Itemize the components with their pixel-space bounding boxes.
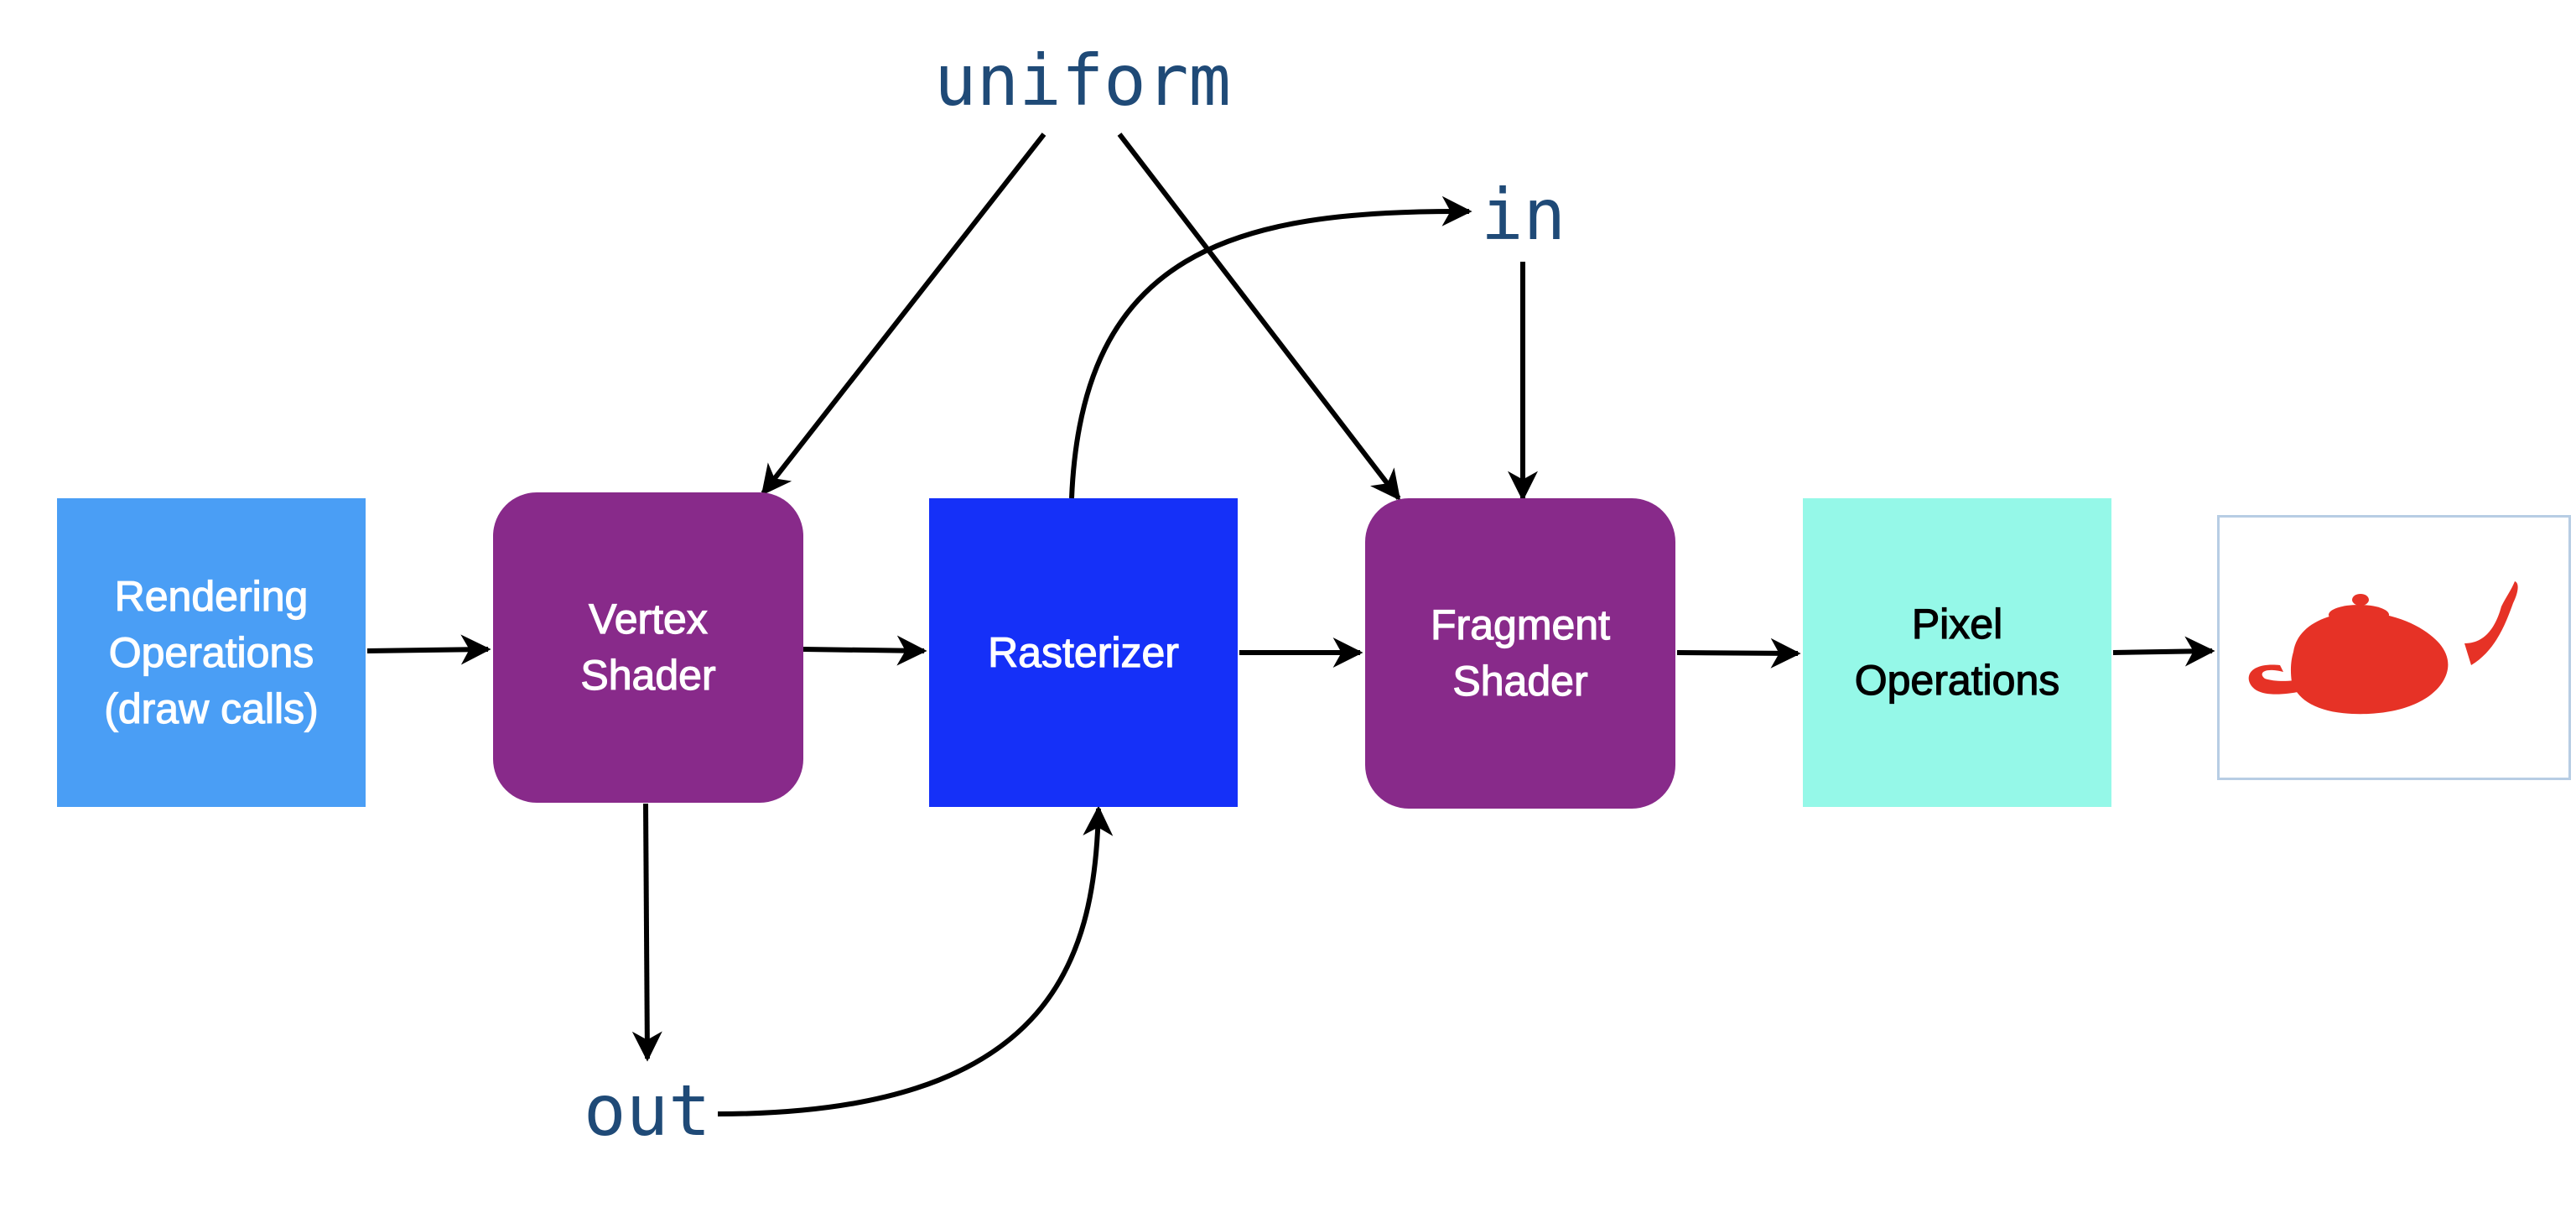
pixel-operations-label: Pixel Operations xyxy=(1854,600,2060,704)
fragment-shader-box: Fragment Shader xyxy=(1365,498,1675,809)
vertex-shader-label: Vertex Shader xyxy=(580,595,716,699)
arrow-rendering-to-vertex xyxy=(366,634,491,665)
rasterizer-box: Rasterizer xyxy=(929,498,1238,807)
rasterizer-label: Rasterizer xyxy=(987,628,1179,676)
arrow-out-to-rasterizer xyxy=(717,805,1114,1116)
uniform-keyword: uniform xyxy=(934,39,1232,122)
in-keyword: in xyxy=(1481,174,1566,256)
pixel-operations-box: Pixel Operations xyxy=(1803,498,2111,807)
teapot-icon xyxy=(2248,581,2518,715)
rendering-operations-label: Rendering Operations (draw calls) xyxy=(104,572,319,732)
fragment-shader-label: Fragment Shader xyxy=(1430,601,1610,705)
arrow-vertex-to-rasterizer xyxy=(802,635,927,666)
out-keyword: out xyxy=(584,1069,711,1152)
arrow-rasterizer-to-in xyxy=(1069,195,1472,499)
arrow-uniform-to-vertex xyxy=(761,133,1046,496)
arrow-pixel-to-output xyxy=(2112,636,2215,667)
arrow-vertex-to-out xyxy=(631,803,662,1062)
arrow-uniform-to-fragment xyxy=(1117,133,1401,501)
rendering-operations-box: Rendering Operations (draw calls) xyxy=(57,498,366,807)
rendered-output-frame xyxy=(2217,515,2571,780)
vertex-shader-box: Vertex Shader xyxy=(493,492,803,803)
